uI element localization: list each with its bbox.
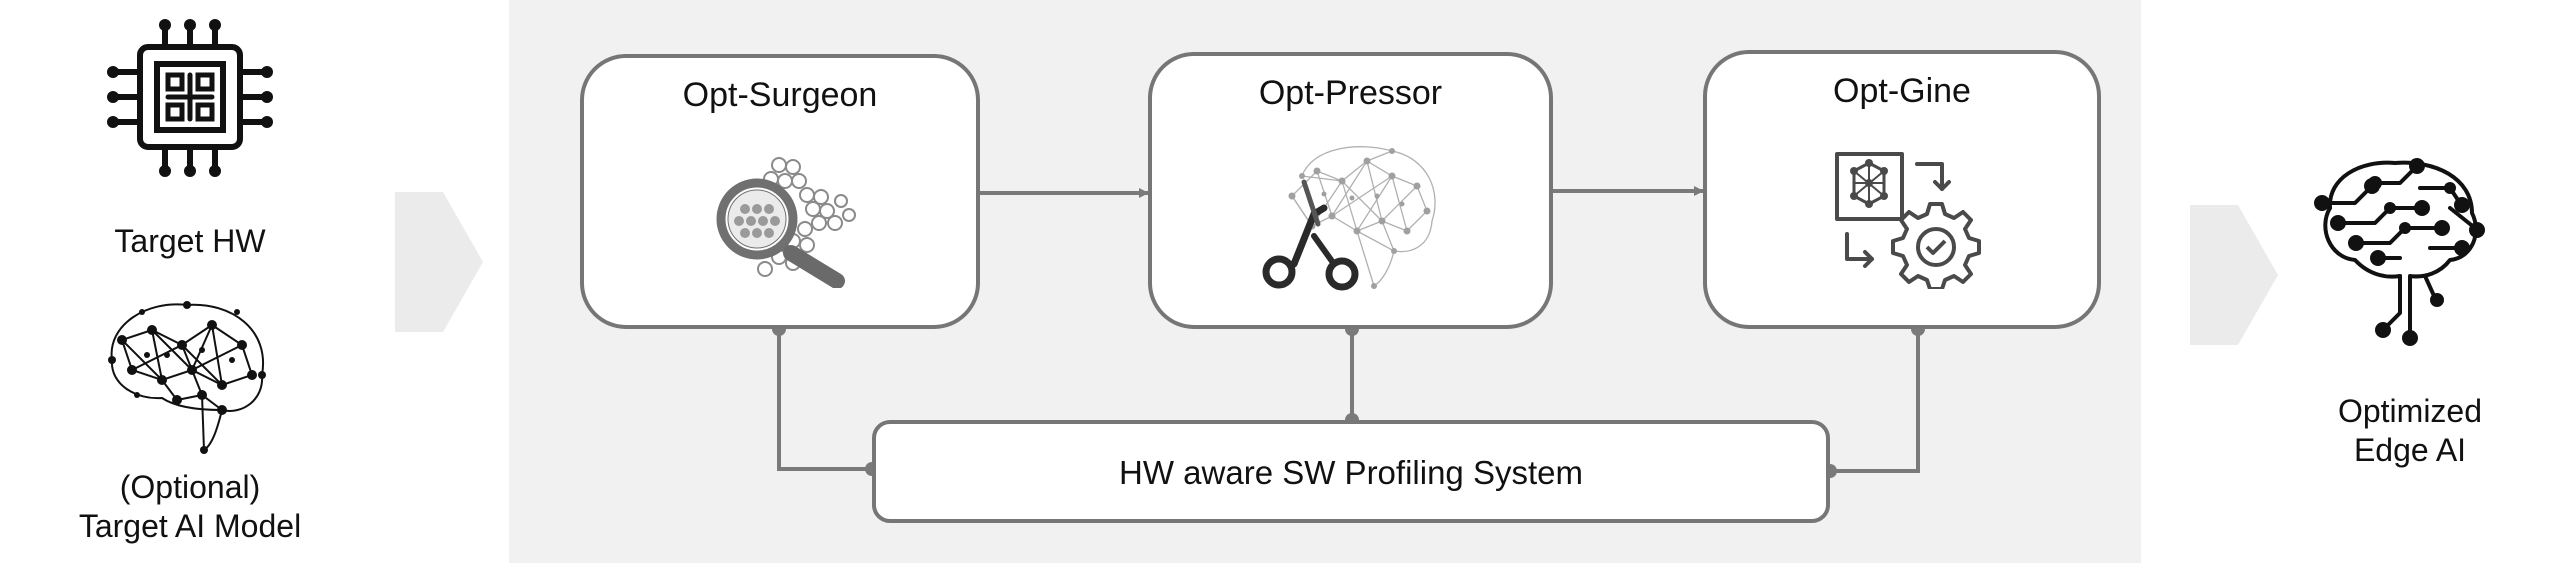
input-chevron: [395, 192, 483, 332]
magnifier-network-icon: [716, 157, 856, 288]
output-label-line2: Edge AI: [2353, 432, 2467, 468]
ai-model-brain-icon: [108, 301, 266, 454]
chip-icon: [107, 19, 273, 177]
link-gine-profiling: [1830, 329, 1920, 473]
target-model-label-line2: Target AI Model: [78, 508, 302, 544]
output-chevron: [2190, 205, 2278, 345]
opt-pressor-title: Opt-Pressor: [1258, 74, 1443, 112]
circuit-brain-icon: [2314, 158, 2485, 346]
opt-surgeon-title: Opt-Surgeon: [682, 76, 878, 114]
opt-surgeon-box: Opt-Surgeon: [580, 54, 980, 329]
scissors-handle-right: [1325, 257, 1359, 291]
target-model-label-line1: (Optional): [119, 469, 261, 505]
opt-pressor-box: Opt-Pressor: [1148, 52, 1553, 329]
scissors-handle-left: [1262, 255, 1296, 289]
profiling-system-label: HW aware SW Profiling System: [1119, 454, 1583, 491]
optimized-edge-ai-label: Optimized Edge AI: [2290, 392, 2530, 470]
output-label-line1: Optimized: [2337, 393, 2483, 429]
target-model-label: (Optional) Target AI Model: [40, 468, 340, 546]
opt-gine-box: Opt-Gine: [1703, 50, 2101, 329]
opt-gine-title: Opt-Gine: [1833, 72, 1971, 110]
network-gear-icon: [1835, 152, 1981, 289]
target-hw-label: Target HW: [114, 223, 266, 259]
link-surgeon-profiling: [777, 329, 872, 471]
brain-scissors-icon: [1262, 146, 1436, 291]
profiling-system-box: HW aware SW Profiling System: [872, 420, 1830, 523]
